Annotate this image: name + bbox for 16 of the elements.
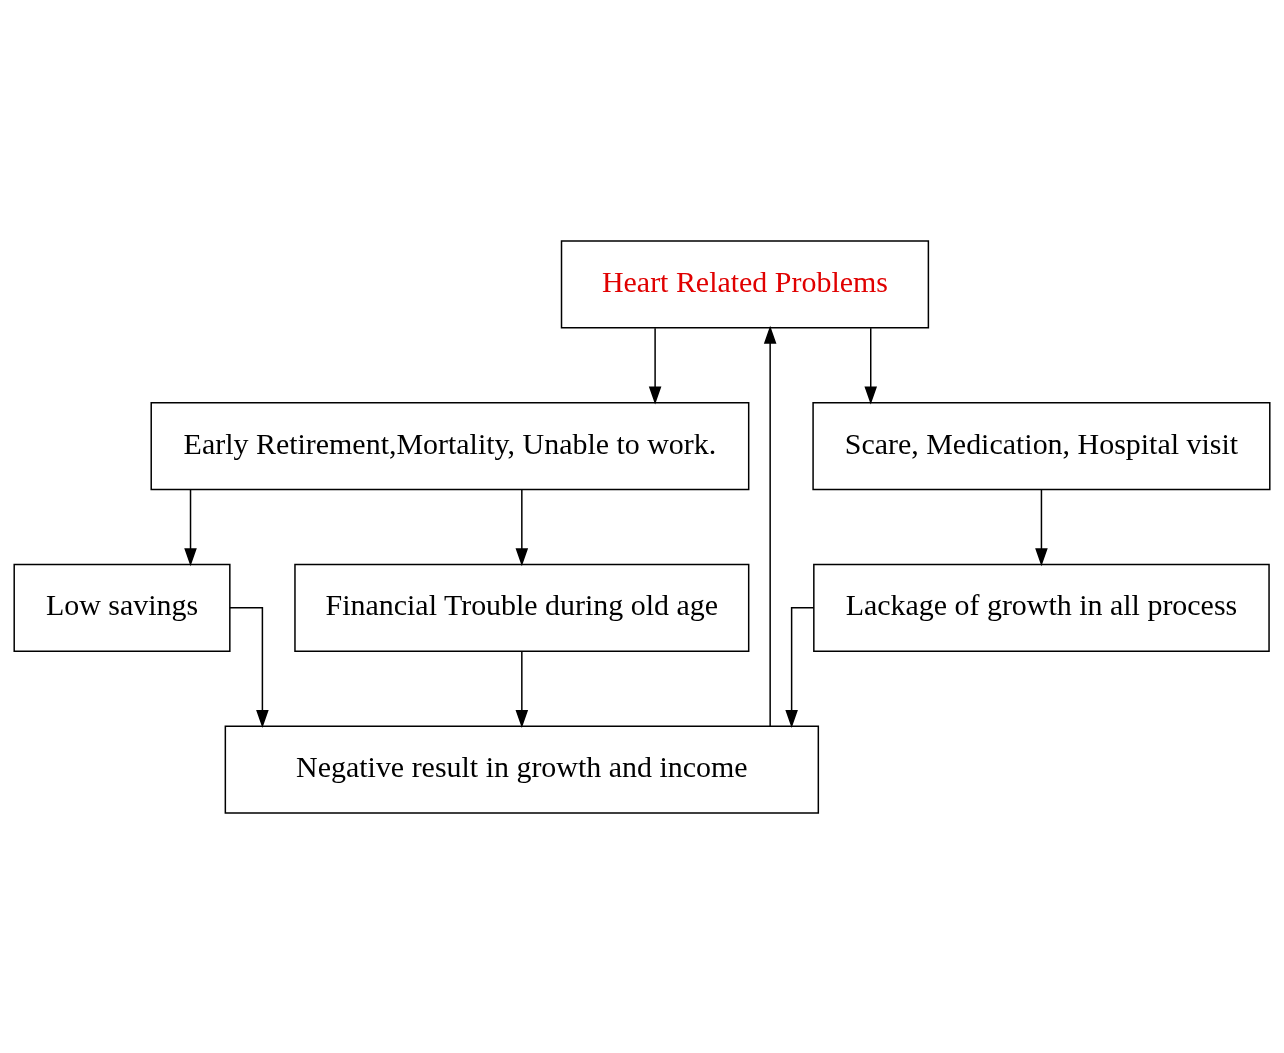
node-box: Early Retirement,Mortality, Unable to work. [150,401,750,490]
arrow [785,606,815,728]
arrow [184,488,197,566]
node-box: Heart Related Problems [560,239,930,329]
arrow [864,326,878,405]
node-box: Scare, Medication, Hospital visit [812,401,1271,490]
arrow [763,325,777,727]
arrow [515,650,529,728]
node-box: Low savings [13,563,231,652]
node-box: Financial Trouble during old age [294,563,750,652]
node-box: Lackage of growth in all process [813,563,1270,652]
arrow [229,606,269,728]
arrow [1035,488,1048,566]
arrow [648,326,662,405]
node-box: Negative result in growth and income [224,724,820,814]
arrow [515,488,529,566]
